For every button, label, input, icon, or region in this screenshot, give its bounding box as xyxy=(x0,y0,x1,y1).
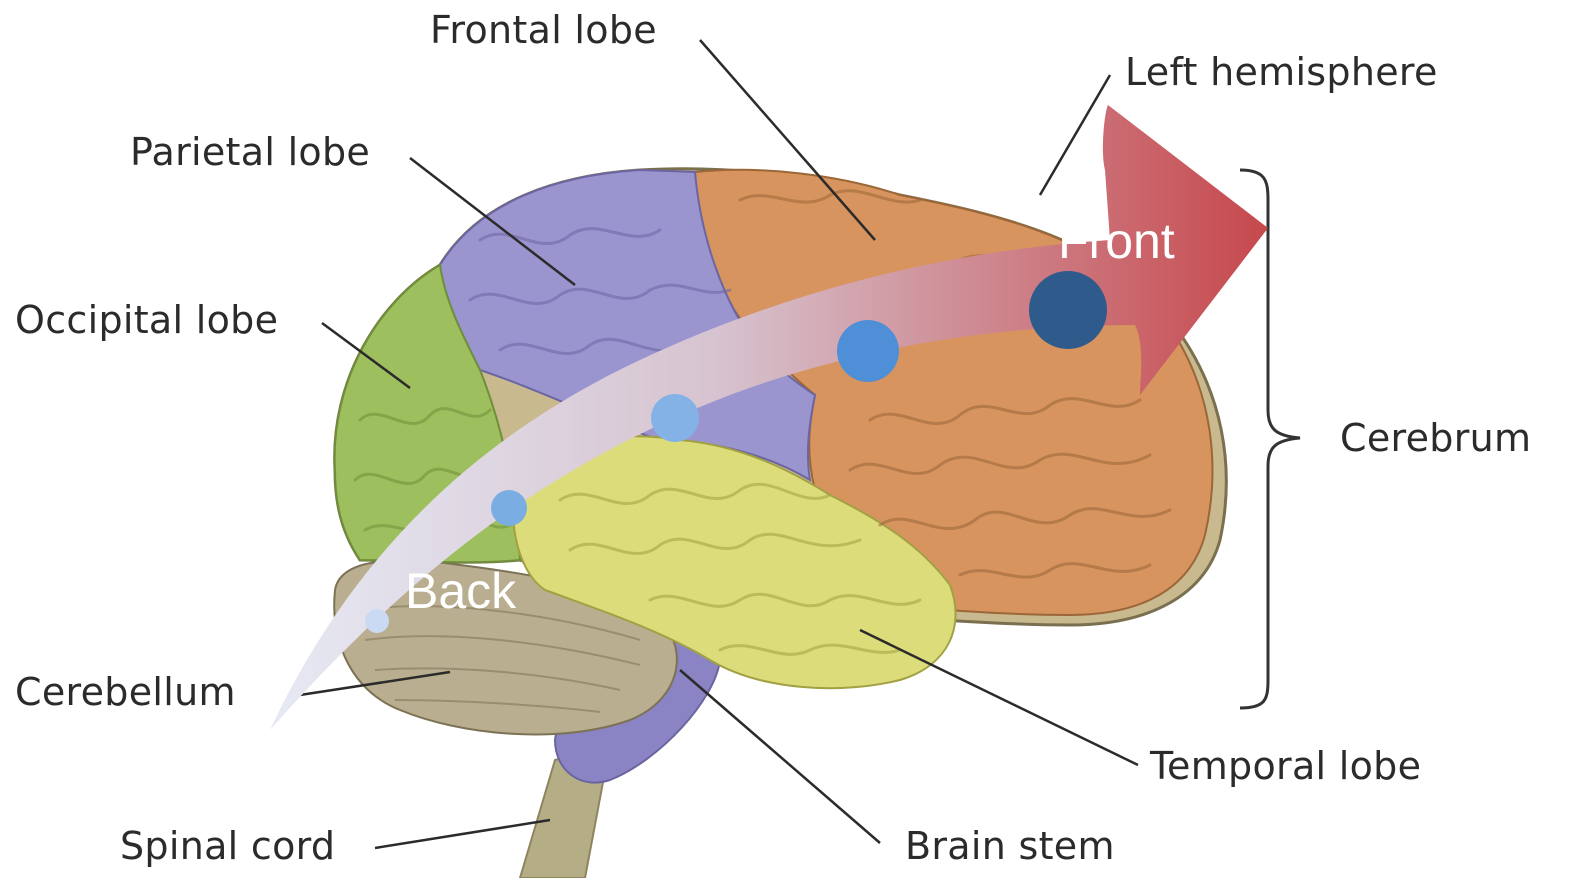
label-spinal-cord: Spinal cord xyxy=(120,824,335,868)
leader-temporal-lobe xyxy=(860,630,1138,765)
leader-left-hemisphere xyxy=(1040,75,1110,195)
label-temporal-lobe: Temporal lobe xyxy=(1150,744,1421,788)
label-left-hemisphere: Left hemisphere xyxy=(1125,50,1438,94)
label-frontal-lobe: Frontal lobe xyxy=(430,8,657,52)
progress-dot-1 xyxy=(365,609,389,633)
label-parietal-lobe: Parietal lobe xyxy=(130,130,370,174)
label-cerebellum: Cerebellum xyxy=(15,670,236,714)
progress-dot-3 xyxy=(651,394,699,442)
label-brain-stem: Brain stem xyxy=(905,824,1115,868)
progress-dot-5 xyxy=(1029,271,1107,349)
leader-brain-stem xyxy=(680,670,880,843)
label-cerebrum: Cerebrum xyxy=(1340,416,1531,460)
progress-dot-2 xyxy=(491,490,527,526)
leader-spinal-cord xyxy=(375,820,550,848)
arrow-label-back: Back xyxy=(405,562,516,620)
progress-dot-4 xyxy=(837,320,899,382)
arrow-label-front: Front xyxy=(1058,212,1175,270)
label-occipital-lobe: Occipital lobe xyxy=(15,298,278,342)
